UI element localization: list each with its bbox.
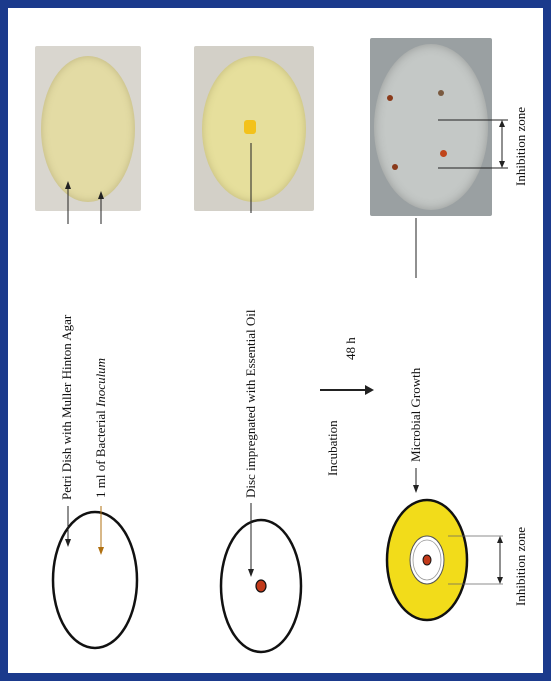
label-bacterial-prefix: 1 ml of Bacterial	[93, 407, 108, 498]
label-microbial-growth: Microbial Growth	[409, 368, 422, 462]
figure-canvas: Petri Dish with Muller Hinton Agar 1 ml …	[8, 8, 543, 673]
label-inhibition-zone-photo: Inhibition zone	[514, 107, 527, 186]
label-bacterial-italic: Inoculum	[93, 358, 108, 407]
disc-result	[423, 555, 431, 565]
label-bacterial-inoculum: 1 ml of Bacterial Inoculum	[94, 358, 107, 498]
disc	[256, 580, 266, 592]
label-incubation: Incubation	[326, 420, 339, 476]
diagram-svg	[8, 8, 543, 673]
petri-dish-outline	[53, 512, 137, 648]
label-disc: Disc impregnated with Essential Oil	[244, 310, 257, 498]
label-incubation-time: 48 h	[344, 337, 357, 360]
label-petri-dish: Petri Dish with Muller Hinton Agar	[60, 315, 73, 500]
label-inhibition-zone-diagram: Inhibition zone	[514, 527, 527, 606]
